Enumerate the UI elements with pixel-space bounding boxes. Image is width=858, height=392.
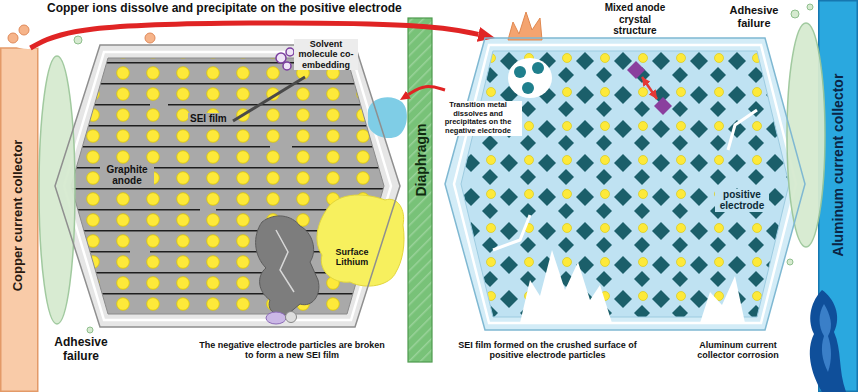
- copper-ion: [19, 25, 29, 35]
- node-label: positive electrode: [715, 189, 769, 212]
- cathode-particle: [445, 38, 805, 330]
- positive-electrode: positive electrode: [445, 38, 805, 330]
- mixed-site: [654, 97, 672, 115]
- node-label: Aluminum current collector: [830, 72, 846, 259]
- graphite-anode: Graphite anode: [55, 45, 400, 327]
- crystal-structure-label: Mixed anode crystal structure: [600, 2, 670, 37]
- separator-bar: [408, 18, 432, 362]
- label-anchor: Surface Lithium: [331, 247, 373, 268]
- label-anchor: Transition metal dissolves and precipita…: [434, 101, 522, 136]
- copper-migration-arrow: [30, 23, 478, 48]
- debris: [807, 4, 813, 10]
- debris: [787, 259, 793, 265]
- label-anchor: Adhesive failure: [725, 4, 783, 29]
- layer-gap: [150, 104, 168, 107]
- arrow-label: Transition metal dissolves and precipita…: [434, 101, 522, 136]
- corrosion-pit: [810, 290, 846, 392]
- surface-lithium-label: Surface Lithium: [331, 247, 373, 268]
- label-anchor: Solvent molecule co-embedding: [294, 39, 358, 70]
- hexagon-border: [55, 45, 400, 327]
- adhesive-failure-label: Adhesive failure: [50, 336, 112, 364]
- corrosion-pit: [820, 304, 832, 372]
- solvent-molecule: [286, 48, 294, 56]
- particle-crack: [700, 276, 745, 323]
- node-label: Copper current collector: [11, 137, 26, 293]
- hexagon-border: [445, 38, 805, 330]
- diaphragm: Diaphragm: [408, 18, 432, 362]
- particle-crack: [276, 230, 294, 292]
- aluminum-collector-bar: [819, 1, 858, 392]
- adhesive-gap: [787, 23, 825, 247]
- dissolution-pit: [6, 23, 50, 49]
- new-sei-fragment: [266, 312, 286, 324]
- aluminum-current-collector: Aluminum current collector: [818, 0, 858, 392]
- layer-gap: [130, 251, 150, 254]
- transition-metal-ion: [532, 62, 544, 74]
- sei-film-layer: [233, 77, 305, 121]
- label-anchor: SEI film: [188, 113, 229, 125]
- label-anchor: The negative electrode particles are bro…: [195, 340, 389, 361]
- particle-crack: [493, 215, 530, 250]
- debris: [87, 327, 93, 333]
- dissolution-pit: [508, 58, 552, 98]
- copper-deposit: [508, 12, 542, 40]
- new-sei-fragment: [286, 312, 297, 323]
- solvent-molecule: [283, 62, 291, 70]
- node-label: Diaphragm: [412, 121, 428, 198]
- copper-ion: [145, 33, 155, 43]
- transition-metal-ion: [514, 66, 526, 78]
- sei-film-label: SEI film: [188, 113, 229, 125]
- debris: [791, 10, 799, 18]
- particle-crack: [728, 110, 757, 150]
- anode-particle: [55, 45, 400, 327]
- layer-gap: [270, 146, 292, 149]
- mechanism-note: SEI film formed on the crushed surface o…: [450, 340, 645, 361]
- solvent-label: Solvent molecule co-embedding: [294, 39, 358, 70]
- label-anchor: Adhesive failure: [50, 336, 112, 364]
- debris: [74, 36, 82, 44]
- particle-crack: [520, 250, 612, 323]
- adhesive-failure-label: Adhesive failure: [725, 4, 783, 29]
- label-anchor: Copper ions dissolve and precipitate on …: [45, 2, 404, 16]
- copper-ion: [8, 33, 18, 43]
- mixed-site: [627, 61, 645, 79]
- layer-gap: [200, 209, 216, 212]
- mechanism-note: Aluminum current collector corrosion: [688, 340, 788, 361]
- cathode-lattice: [461, 51, 789, 317]
- cation-exchange-arrow: [642, 77, 657, 99]
- node-label: Graphite anode: [100, 164, 154, 187]
- label-anchor: SEI film formed on the crushed surface o…: [450, 340, 645, 361]
- broken-particle: [256, 216, 319, 315]
- surface-lithium-plating: [317, 195, 404, 286]
- label-anchor: Mixed anode crystal structure: [600, 2, 670, 37]
- transition-metal-ion: [522, 82, 534, 94]
- cathode-rim: [454, 45, 796, 323]
- copper-collector-bar: [1, 48, 38, 391]
- transition-metal-arrow: [408, 87, 445, 95]
- solvent-molecule: [276, 53, 286, 63]
- arrow-label: Copper ions dissolve and precipitate on …: [45, 2, 404, 16]
- hexagon-outline: [445, 38, 805, 330]
- mechanism-note: The negative electrode particles are bro…: [195, 340, 389, 361]
- label-anchor: Aluminum current collector corrosion: [688, 340, 788, 361]
- copper-current-collector: Copper current collector: [0, 48, 38, 392]
